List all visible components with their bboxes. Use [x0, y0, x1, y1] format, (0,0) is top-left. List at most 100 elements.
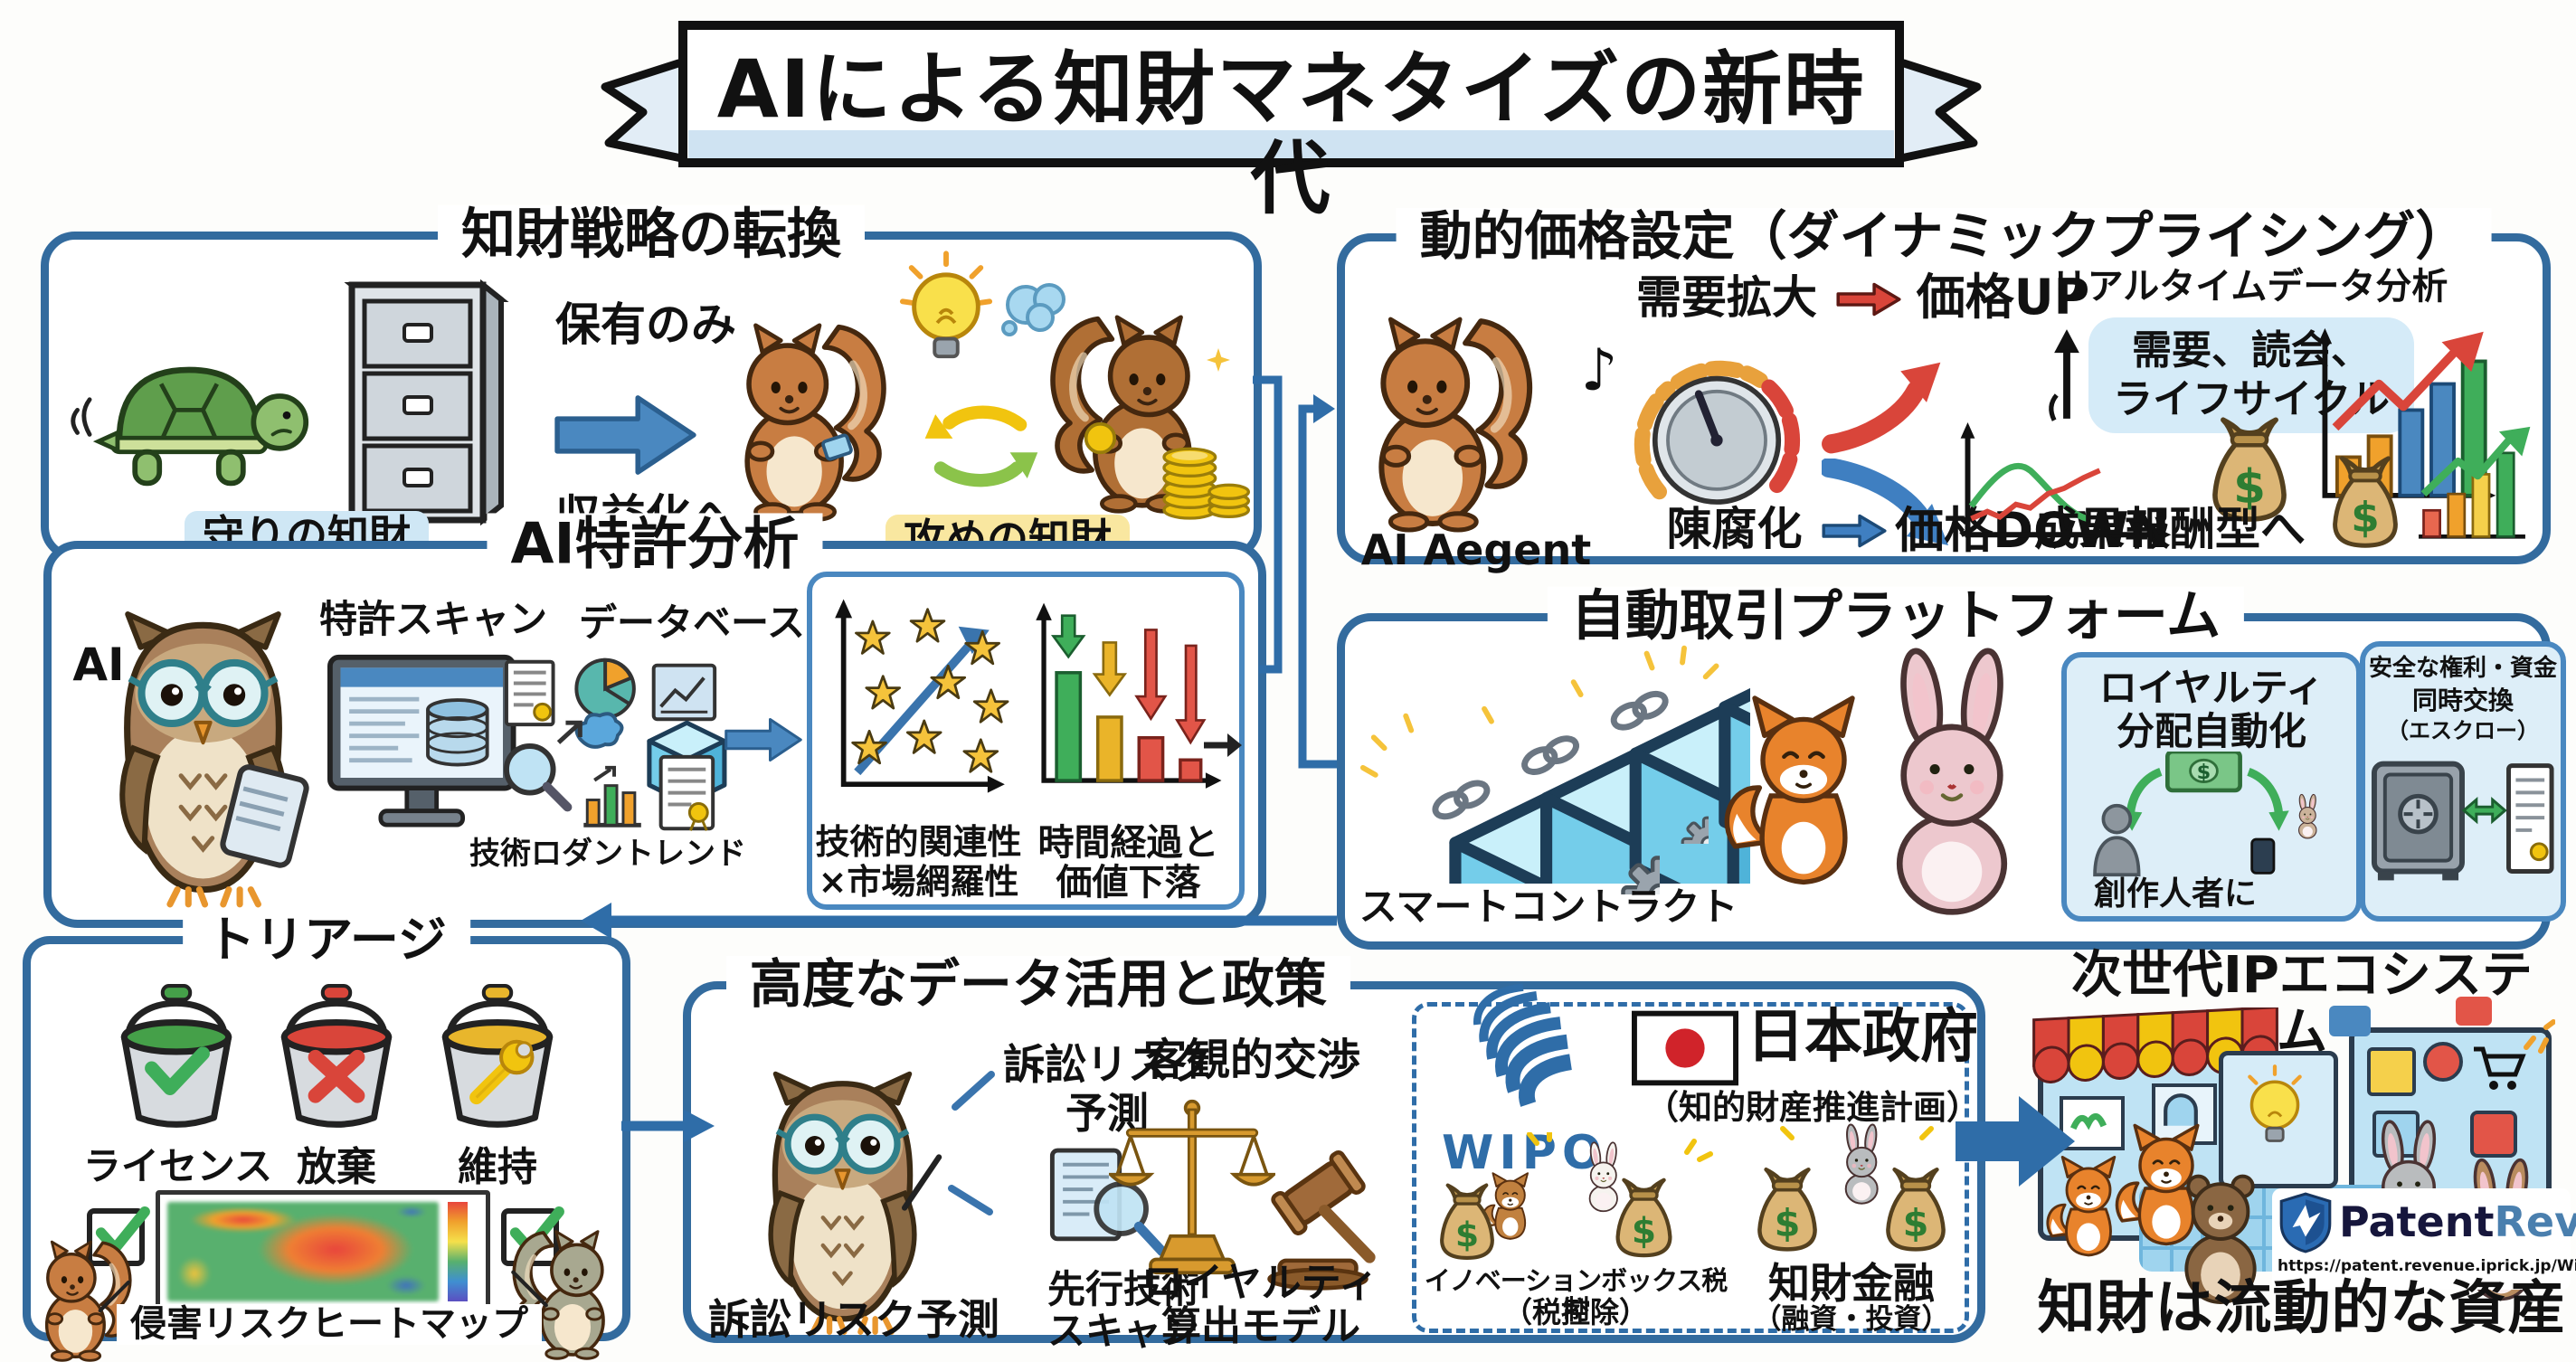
pricing-box: 動的価格設定（ダイナミックプライシング） AI Aegent ♪ 需要拡大 価格… — [1337, 207, 2551, 573]
squirrel-right-icon — [1035, 296, 1211, 522]
litigation-top-1: 訴訟リスク — [1003, 1040, 1211, 1089]
thought-bubble-icon — [1001, 283, 1065, 336]
chat-icon-red — [2456, 997, 2492, 1026]
escrow-line2: 同時交換 — [2411, 686, 2514, 715]
finance-sub-label: （融資・投資） — [1753, 1303, 1950, 1336]
japan-flag-icon — [1632, 1010, 1738, 1086]
lightbulb-icon — [899, 251, 993, 359]
bucket-abandon-icon — [280, 984, 393, 1128]
policy-title: 高度なデータ活用と政策 — [725, 955, 1350, 1014]
brand-url: https://patent.revenue.iprick.jp/Wicance — [2278, 1257, 2576, 1275]
down-arrow-icon — [1822, 514, 1887, 548]
ip-finance-label: 知財金融 — [1768, 1259, 1935, 1308]
money-bag2-icon — [2320, 451, 2410, 558]
brand-card: PatentRevenue https://patent.revenue.ipr… — [2272, 1188, 2576, 1290]
patent-scan-label: 特許スキャン — [318, 597, 547, 641]
prior-art-1: 先行技術 — [1046, 1267, 1199, 1311]
japan-gov-label: 日本政府 — [1747, 1004, 1978, 1071]
sparkle-icon — [1207, 348, 1230, 372]
decay-label-1: 時間経過と — [1037, 822, 1219, 864]
gavel-icon — [1267, 1150, 1376, 1291]
curve-down-arrow-icon — [1822, 459, 1948, 545]
arrowhead-into-pricing — [1313, 394, 1335, 423]
obsolescence-label: 陳腐化 — [1666, 503, 1803, 555]
idea-lightbulb-icon — [2248, 1064, 2302, 1142]
to-creators-label: 創作人者に — [2093, 875, 2257, 913]
escrow-line1: 安全な権利・資金 — [2368, 655, 2557, 682]
analysis-box: AI特許分析 AI 特許スキャン データベース — [43, 513, 1266, 928]
royalty-panel: ロイヤルティ 分配自動化 $ 創作人者に — [2061, 652, 2362, 922]
curve-up-arrow-icon — [1822, 362, 1941, 454]
ecosystem-tagline: 知財は流動的な資産 — [2037, 1275, 2567, 1342]
trend-line-chart-icon — [1960, 421, 2172, 543]
tax-animals-icons — [1428, 1132, 1713, 1270]
license-label: ライセンス — [82, 1144, 273, 1188]
tax-sub-label: （税控除） — [1502, 1295, 1648, 1329]
royalty-line2: 分配自動化 — [2116, 709, 2306, 753]
maintain-label: 維持 — [458, 1144, 537, 1190]
realtime-bubble: 需要、読会、 ライフサイクル — [2088, 317, 2414, 433]
scatter-label-1: 技術的関連性 — [815, 822, 1022, 862]
smart-contract-label: スマートコントラクト — [1359, 884, 1738, 929]
value-decay-chart — [1036, 602, 1222, 789]
finance-rabbit-icons — [1745, 1123, 1962, 1270]
pricing-title: 動的価格設定（ダイナミックプライシング） — [1396, 207, 2492, 266]
chat-icon-blue — [2329, 1006, 2371, 1036]
escrow-line3: （エスクロー） — [2387, 718, 2539, 743]
to-platform-arrow-icon — [1204, 733, 1242, 757]
data-analysis-icons — [503, 657, 734, 831]
relevance-scatter-chart — [835, 599, 1009, 793]
fox-icon — [1722, 677, 1885, 914]
connector-platform-to-pricing — [1298, 404, 1337, 769]
royalty-model-1: ロイヤルティ — [1142, 1260, 1379, 1306]
monitor-icon — [327, 654, 516, 828]
bubble-line1: 需要、読会、 — [2132, 327, 2371, 374]
decay-label-2: 価値下落 — [1056, 862, 1201, 903]
demand-arrow-icon — [1836, 282, 1901, 317]
gear-small-icon — [1651, 786, 1709, 844]
patent-revenue-logo-icon — [2279, 1192, 2332, 1253]
platform-box: 自動取引プラットフォーム スマートコントラクト ロイヤルティ 分配自動化 $ — [1337, 586, 2566, 950]
turtle-squirrel-icon — [511, 1223, 619, 1360]
ecosystem-illustration — [2031, 997, 2555, 1282]
wrench-icon — [469, 1039, 535, 1105]
bucket-maintain-icon — [441, 984, 554, 1128]
brand-patent: Patent — [2339, 1197, 2495, 1246]
price-down-label: 価格DOWN — [1895, 502, 2170, 559]
prior-art-2: スキャン — [1046, 1309, 1199, 1353]
coin-stack-icon — [1162, 447, 1250, 520]
japan-gov-sub-label: （知的財産推進計画） — [1645, 1088, 1980, 1127]
banner-title: AIによる知財マネタイズの新時代 — [716, 43, 1866, 225]
royalty-line1: ロイヤルティ — [2098, 666, 2325, 710]
tech-trend-label: 技術ロダントレンド — [469, 836, 746, 872]
escrow-safe-icons — [2371, 761, 2554, 881]
wipo-logo-icon — [1473, 983, 1573, 1107]
escrow-panel: 安全な権利・資金 同時交換 （エスクロー） — [2360, 641, 2566, 922]
file-cabinet-icon — [344, 279, 509, 526]
negotiation-label: 客観的交渉 — [1142, 1035, 1360, 1085]
brand-name: PatentRevenue — [2339, 1197, 2576, 1246]
rabbit-icon — [1865, 647, 2039, 918]
performance-label: 成果報酬型へ — [2034, 503, 2306, 555]
exchange-arrows-icon — [924, 405, 1038, 487]
policy-box: 高度なデータ活用と政策 訴訟リスク 予測 先行技術 スキャン 訴訟リスク予測 客… — [683, 955, 1985, 1352]
bar-chart-up-green-icon — [2419, 426, 2531, 539]
wipo-label: WIPO — [1442, 1126, 1608, 1180]
abandon-label: 放棄 — [297, 1144, 376, 1190]
price-up-label: 価格UP — [1916, 269, 2090, 326]
brand-revenue: Revenue — [2494, 1197, 2576, 1246]
hold-only-label: 保有のみ — [555, 298, 736, 351]
ai-label: AI — [72, 638, 125, 691]
squirrel-left-icon — [725, 305, 902, 529]
turtle-icon — [71, 334, 311, 506]
music-note-icon: ♪ — [1580, 337, 1618, 404]
price-dial-icon — [1634, 360, 1801, 505]
royalty-flow-icons: $ — [2093, 752, 2345, 877]
balance-scale-icon — [1109, 1099, 1275, 1275]
right-arrow-icon — [554, 395, 696, 475]
royalty-model-2: 算出モデル — [1161, 1303, 1360, 1349]
owl-policy-icon — [741, 1069, 942, 1338]
innovation-tax-label: イノベーションボックス税制 — [1424, 1265, 1728, 1326]
owl-icon — [92, 609, 309, 912]
banner-ribbon-icon — [601, 21, 1982, 167]
